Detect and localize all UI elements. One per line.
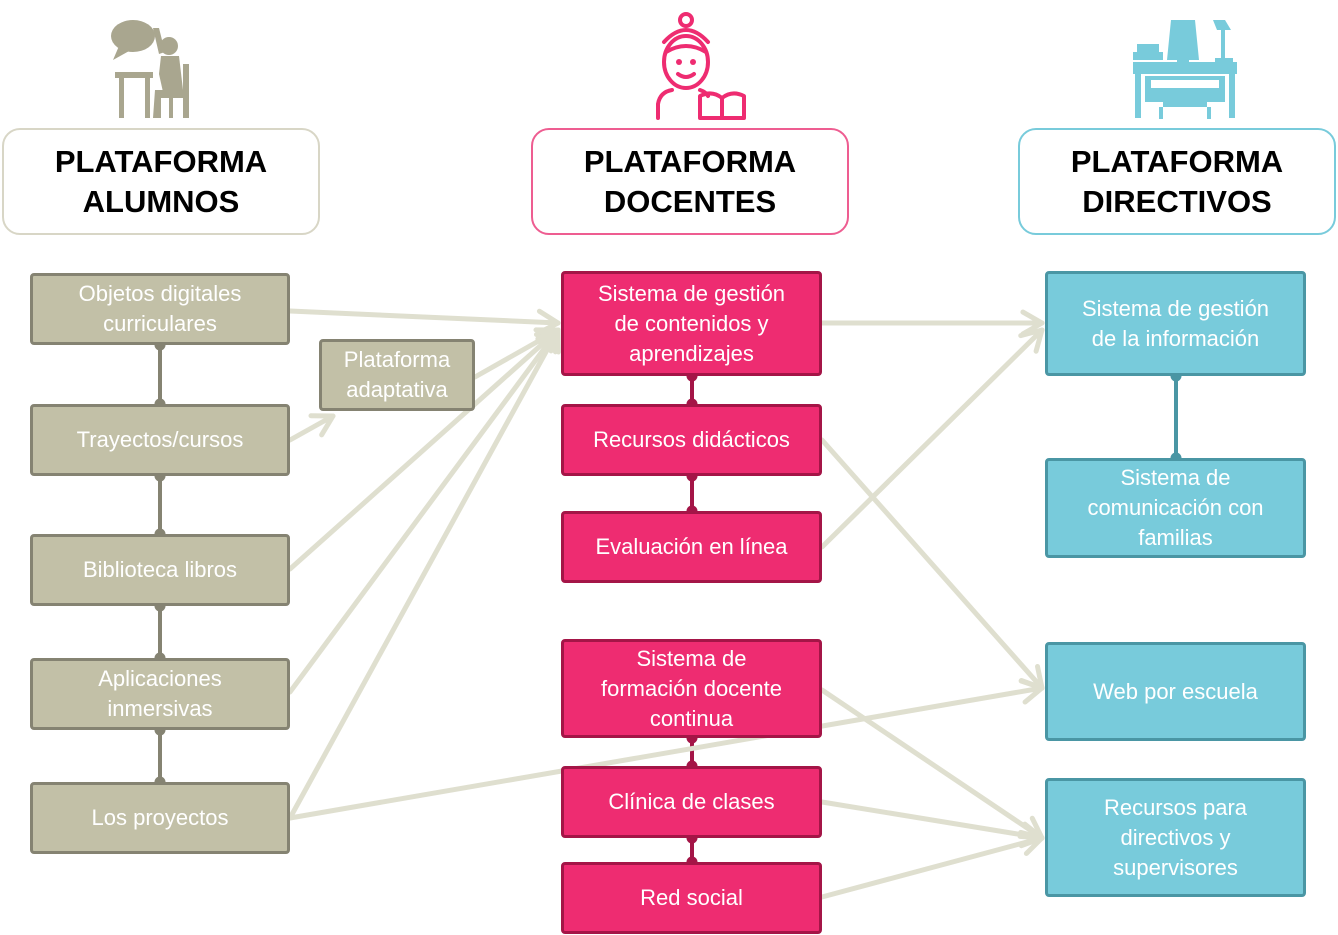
arrow-line xyxy=(287,308,561,326)
docentes-platform-title: PLATAFORMA DOCENTES xyxy=(531,128,849,235)
teacher-with-book-icon xyxy=(656,12,746,120)
node-recursos-directivos-supervisores: Recursos para directivos y supervisores xyxy=(1045,778,1306,897)
node-recursos-didacticos: Recursos didácticos xyxy=(561,404,822,476)
node-los-proyectos: Los proyectos xyxy=(30,782,290,854)
node-objetos-digitales-curriculares: Objetos digitales curriculares xyxy=(30,273,290,345)
arrow-head xyxy=(1018,327,1045,354)
node-red-social: Red social xyxy=(561,862,822,934)
node-sistema-gestion-contenidos: Sistema de gestión de contenidos y apren… xyxy=(561,271,822,376)
arrow-line xyxy=(287,327,561,572)
arrow-line xyxy=(819,437,1045,691)
node-plataforma-adaptativa: Plataforma adaptativa xyxy=(319,339,475,411)
alumnos-platform-title: PLATAFORMA ALUMNOS xyxy=(2,128,320,235)
arrow-head xyxy=(1020,309,1045,337)
node-sistema-gestion-informacion: Sistema de gestión de la información xyxy=(1045,271,1306,376)
node-biblioteca-libros: Biblioteca libros xyxy=(30,534,290,606)
arrow-head xyxy=(308,413,336,438)
arrow-lines xyxy=(287,308,1045,900)
node-trayectos-cursos: Trayectos/cursos xyxy=(30,404,290,476)
arrow-head xyxy=(1018,829,1045,857)
directivos-platform-title: PLATAFORMA DIRECTIVOS xyxy=(1018,128,1336,235)
arrow-line xyxy=(819,835,1045,900)
arrow-line xyxy=(287,685,1045,821)
arrow-line xyxy=(819,687,1045,841)
arrow-line xyxy=(287,413,336,443)
node-clinica-de-clases: Clínica de clases xyxy=(561,766,822,838)
node-sistema-comunicacion-familias: Sistema de comunicación con familias xyxy=(1045,458,1306,558)
node-aplicaciones-inmersivas: Aplicaciones inmersivas xyxy=(30,658,290,730)
arrow-line xyxy=(287,327,561,695)
arrow-head xyxy=(1018,677,1045,705)
node-sistema-formacion-docente: Sistema de formación docente continua xyxy=(561,639,822,738)
arrow-line xyxy=(819,799,1045,841)
arrow-line xyxy=(287,327,561,821)
arrow-line xyxy=(819,327,1045,550)
arrow-head xyxy=(536,327,561,355)
node-web-por-escuela: Web por escuela xyxy=(1045,642,1306,741)
node-evaluacion-en-linea: Evaluación en línea xyxy=(561,511,822,583)
desk-with-chair-icon xyxy=(1133,20,1237,119)
student-raising-hand-icon xyxy=(111,20,189,118)
